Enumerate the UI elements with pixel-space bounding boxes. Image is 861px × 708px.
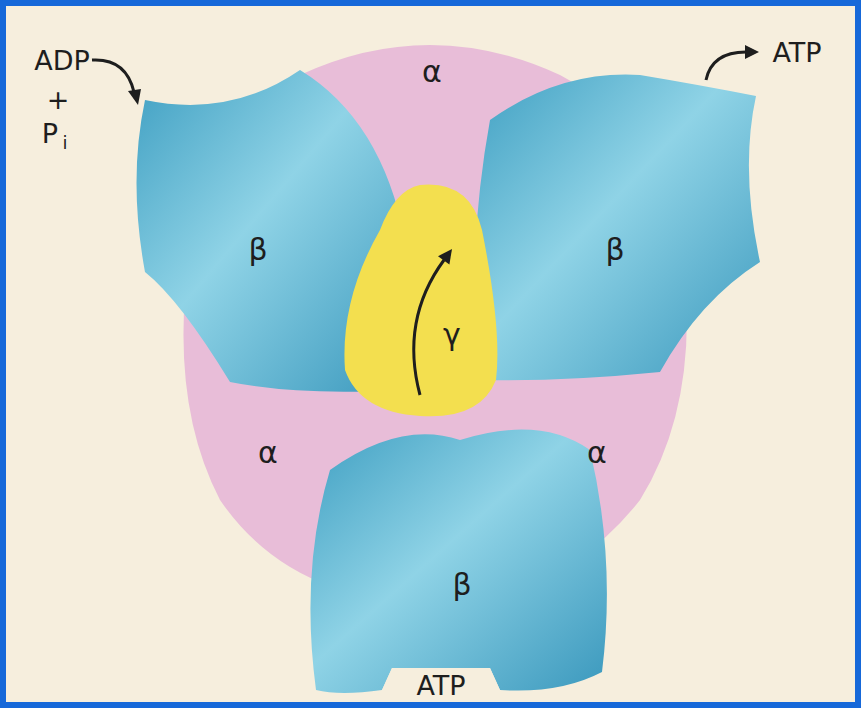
- gamma-label: γ: [443, 320, 461, 350]
- beta-subunit-outline: [300, 410, 620, 702]
- rotation-arrow: [414, 260, 444, 395]
- subscript: i: [62, 134, 67, 152]
- beta-shape: [473, 75, 760, 381]
- alpha-label: α: [587, 438, 607, 468]
- gamma-subunit: γ: [335, 175, 510, 425]
- beta-label: β: [248, 235, 267, 265]
- beta-subunit-outline: [465, 65, 770, 390]
- gamma-subunit-outline: [335, 175, 510, 425]
- nucleotide-label: ATP: [416, 672, 465, 699]
- beta-label: β: [452, 570, 471, 600]
- nucleotide-notch: [382, 668, 500, 701]
- beta-shape: [310, 430, 606, 693]
- substrate-label: ADP: [34, 47, 90, 74]
- beta-label: β: [605, 235, 624, 265]
- gamma-shape: [344, 185, 497, 417]
- beta-subunit: βATP: [300, 410, 620, 702]
- plus-sign: +: [47, 86, 70, 113]
- output-arrow: [706, 52, 746, 80]
- product-label: ATP: [772, 39, 821, 66]
- arrow-head: [745, 45, 759, 59]
- beta-subunit: β: [465, 65, 770, 390]
- arrow-head: [438, 249, 452, 264]
- alpha-label: α: [422, 57, 442, 87]
- alpha-label: α: [258, 438, 278, 468]
- arrow-head: [128, 89, 141, 105]
- input-arrow: [92, 60, 134, 92]
- phosphate-label: P: [42, 120, 58, 147]
